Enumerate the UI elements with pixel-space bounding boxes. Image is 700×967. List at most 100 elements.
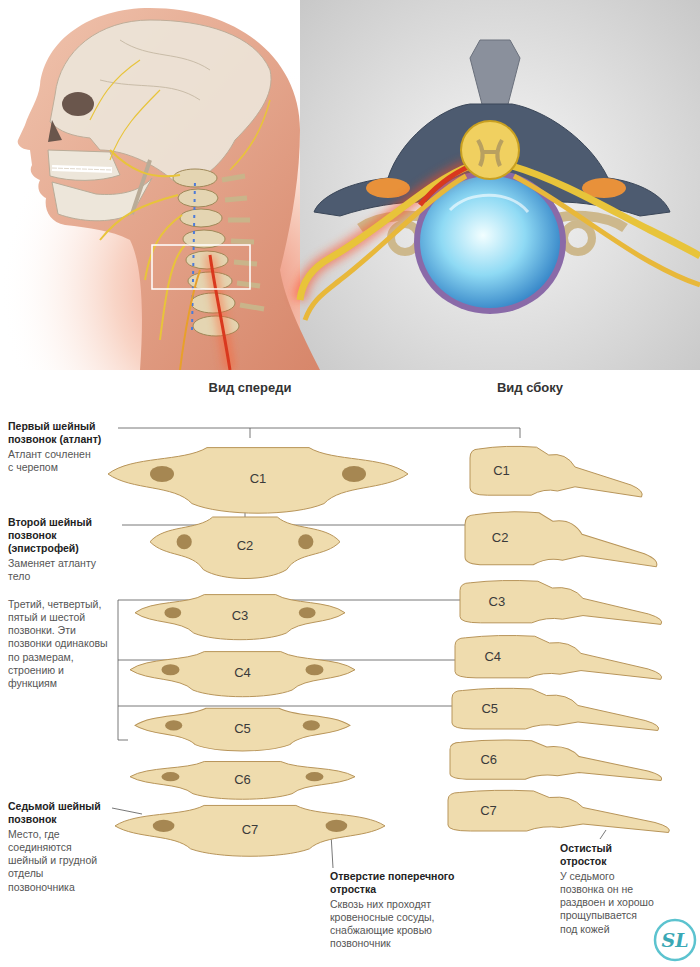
vertebra-label: C7 — [480, 803, 497, 818]
head-profile — [100, 40, 210, 100]
vertebra-label: C2 — [492, 530, 509, 545]
bone — [448, 790, 669, 832]
leader-line — [600, 830, 606, 839]
vertebra: C6 — [450, 735, 665, 783]
transverse-foramen — [153, 820, 175, 832]
bone — [450, 740, 662, 781]
highlight-frame — [152, 245, 250, 289]
bone — [135, 595, 345, 640]
vertebra-label: C5 — [481, 701, 498, 716]
inflamed-nerve — [210, 255, 230, 370]
annotation-text: У седьмого позвонка он не раздвоен и хор… — [560, 870, 655, 936]
disc-cross-section — [478, 140, 502, 166]
disc-cross-section — [420, 166, 470, 205]
nerves — [90, 60, 270, 340]
transverse-foramen — [165, 720, 182, 730]
disc-cross-section — [470, 40, 520, 112]
transverse-foramen — [162, 664, 180, 675]
vertebra-label: C5 — [234, 721, 251, 736]
nerves — [90, 60, 160, 160]
disc-cross-section — [300, 166, 470, 300]
leader-line — [118, 428, 520, 438]
head-profile — [52, 168, 112, 170]
inflamed-nerve — [180, 270, 200, 370]
vertebra-label: C2 — [237, 538, 254, 553]
neck-spine — [193, 316, 239, 336]
head-profile — [62, 92, 94, 116]
vertebra-label: C3 — [489, 594, 506, 609]
annotation-text: Сквозь них проходят кровеносные сосуды, … — [330, 898, 465, 951]
transverse-foramen — [326, 820, 348, 832]
vertebra: C6 — [130, 756, 355, 802]
transverse-foramen — [342, 466, 366, 482]
background — [300, 0, 700, 370]
neck-spine — [180, 209, 222, 227]
vertebra-label: C7 — [242, 822, 259, 837]
vertebra: C4 — [455, 630, 665, 682]
transverse-foramen — [298, 534, 313, 549]
disc-cross-section — [300, 40, 700, 320]
disc-cross-section — [514, 176, 700, 285]
transverse-foramen — [306, 772, 324, 781]
nerves — [192, 180, 195, 330]
nerves — [230, 100, 270, 170]
vertebra: C2 — [465, 505, 660, 570]
bone — [130, 762, 355, 800]
vertebra: C5 — [452, 683, 662, 733]
vertebra: C1 — [108, 438, 408, 518]
vertebra: C5 — [135, 702, 350, 754]
disc-cross-section — [512, 166, 700, 256]
bone — [452, 688, 659, 730]
transverse-foramen — [162, 772, 180, 781]
vertebra: C3 — [460, 575, 665, 627]
vertebra: C7 — [115, 798, 385, 860]
top-illustration — [0, 0, 700, 370]
disc-cross-section — [366, 178, 410, 198]
annotation-text: Атлант сочленен с черепом — [8, 448, 96, 474]
bone — [470, 446, 642, 497]
transverse-foramen — [150, 466, 174, 482]
background — [0, 0, 700, 370]
bone — [465, 512, 657, 567]
vertebra: C2 — [150, 508, 340, 583]
vertebra-label: C4 — [484, 649, 501, 664]
vertebra-label: C6 — [480, 752, 497, 767]
vertebra: C4 — [130, 645, 355, 700]
transverse-foramen — [164, 607, 181, 618]
annotation-heading: Отверстие поперечного отростка — [330, 870, 460, 896]
disc-cross-section — [305, 176, 466, 320]
vertebra: C7 — [448, 785, 673, 835]
bone — [150, 517, 340, 579]
vertebra-label: C6 — [234, 772, 251, 787]
head-profile — [48, 150, 120, 180]
annotation-heading: Седьмой шейный позвонок — [8, 800, 108, 826]
background — [0, 0, 330, 370]
watermark: SL — [650, 928, 700, 952]
background — [0, 0, 330, 370]
bone — [135, 708, 350, 751]
view-title: Вид сбоку — [455, 380, 605, 396]
disc-cross-section — [300, 166, 470, 300]
disc-cross-section — [564, 224, 592, 252]
bone — [115, 805, 385, 856]
bone — [130, 652, 355, 697]
leader-line — [112, 808, 142, 814]
annotation-heading: Остистый отросток — [560, 842, 655, 868]
neck-spine — [178, 189, 218, 207]
inflamed-nerve — [210, 255, 230, 370]
annotation-text: Третий, четвертый, пятый и шестой позвон… — [8, 598, 108, 690]
annotation-heading: Второй шейный позвонок (эпистрофей) — [8, 516, 118, 555]
vertebra-label: C4 — [234, 665, 251, 680]
head-profile — [18, 8, 320, 370]
transverse-foramen — [299, 607, 316, 618]
head-profile — [48, 120, 62, 142]
head-profile — [18, 8, 320, 370]
transverse-foramen — [177, 534, 192, 549]
transverse-foramen — [303, 720, 320, 730]
bone — [108, 448, 408, 514]
disc-cross-section — [461, 121, 519, 179]
bone — [460, 580, 662, 624]
inflamed-nerve — [180, 255, 230, 370]
bone — [455, 635, 662, 679]
